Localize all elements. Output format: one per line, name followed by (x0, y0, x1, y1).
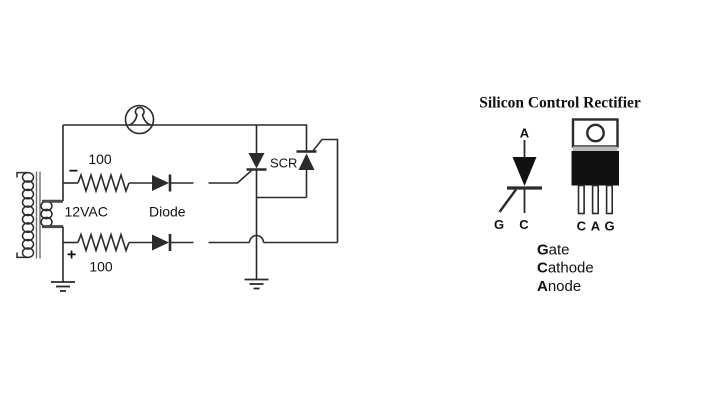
circuit-diagram (16, 104, 339, 292)
ground-right-icon (244, 278, 269, 290)
package-pin-anode (591, 184, 599, 215)
package-pin-gate (605, 184, 613, 215)
lamp-icon (124, 104, 155, 135)
secondary-winding (40, 200, 53, 228)
to220-package-icon (571, 118, 619, 215)
resistor-top-label: 100 (88, 151, 112, 167)
pin-label-g: G (604, 219, 614, 234)
polarity-minus-label: − (69, 163, 78, 180)
legend: Gate Cathode Anode (537, 242, 594, 296)
resistor-top-icon (77, 172, 130, 194)
resistor-bottom-icon (77, 231, 130, 254)
package-pin-cathode (577, 184, 585, 215)
transformer-icon (16, 171, 63, 259)
symbol-anode-label: A (520, 126, 530, 141)
panel-title: Silicon Control Rectifier (479, 95, 641, 112)
wire-cathode-junction (255, 196, 307, 280)
scr-left-icon (246, 125, 267, 198)
core-lines (35, 171, 41, 259)
ground-left-icon (51, 281, 75, 292)
legend-anode: Anode (537, 278, 581, 295)
primary-winding (16, 171, 35, 259)
package-mounting-hole (586, 123, 605, 143)
polarity-plus-label: + (67, 247, 76, 264)
symbol-cathode-label: C (519, 217, 529, 232)
resistor-bottom-label: 100 (89, 259, 113, 275)
wire-top-branch (63, 169, 253, 184)
diode-label: Diode (149, 204, 186, 220)
legend-gate: Gate (537, 242, 570, 259)
symbol-gate-label: G (494, 217, 504, 232)
diode-bottom-icon (152, 234, 172, 251)
pin-label-a: A (591, 219, 601, 234)
wire-bottom-branch (63, 234, 338, 244)
scr-symbol-icon (498, 140, 542, 213)
legend-cathode: Cathode (537, 260, 594, 277)
secondary-leads (42, 199, 63, 229)
package-body (571, 151, 619, 186)
diode-top-icon (152, 174, 172, 192)
pin-label-c: C (577, 219, 587, 234)
wire-top-rail (62, 124, 308, 201)
scr-right-icon (296, 138, 339, 243)
supply-label: 12VAC (65, 204, 108, 220)
scr-label: SCR (270, 156, 297, 171)
wire-right-gate (311, 138, 339, 243)
package-band (573, 146, 618, 151)
